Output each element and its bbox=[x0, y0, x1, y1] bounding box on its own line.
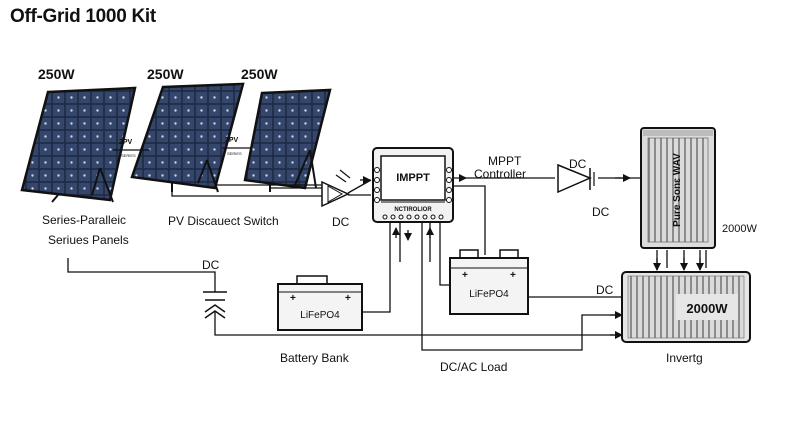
dc-right-top-label: DC bbox=[569, 157, 587, 171]
panel-link-1-sub: SERIES bbox=[121, 153, 136, 158]
mppt-label-1: MPPT bbox=[488, 154, 522, 168]
inverter-watt: 2000W bbox=[686, 301, 728, 316]
inverter-name-label: Invertg bbox=[666, 351, 703, 365]
pure-sine-unit: Pure Sonɛ WAV bbox=[640, 127, 716, 249]
panel-2-watt: 250W bbox=[147, 66, 184, 82]
dc-left-label: DC bbox=[202, 258, 220, 272]
controller-title: IMPPT bbox=[396, 172, 430, 184]
svg-text:+: + bbox=[510, 270, 516, 281]
load-label: DC/AC Load bbox=[440, 360, 508, 374]
svg-text:+: + bbox=[345, 293, 351, 304]
series-parallel-label-2: Seriues Panels bbox=[48, 233, 129, 247]
panel-1-watt: 250W bbox=[38, 66, 75, 82]
switch-dc-label: DC bbox=[332, 215, 350, 229]
battery-left: + + LiFePO4 bbox=[277, 275, 363, 331]
inverter-unit: 2000W bbox=[621, 271, 751, 343]
mppt-label-2: Controller bbox=[474, 167, 527, 181]
pure-sine-watt: 2000W bbox=[722, 223, 757, 235]
battery-left-label: LiFePO4 bbox=[300, 310, 340, 321]
pure-sine-label: Pure Sonɛ WAV bbox=[672, 153, 683, 227]
battery-right: + + LiFePO4 bbox=[449, 249, 529, 315]
pv-switch-label: PV Discauect Switch bbox=[168, 214, 279, 228]
pv-disconnect-switch bbox=[321, 169, 351, 208]
dc-disconnect-symbol bbox=[203, 291, 227, 319]
solar-panel-3 bbox=[243, 88, 332, 192]
page-title: Off-Grid 1000 Kit bbox=[10, 6, 156, 27]
dc-converter-symbol bbox=[557, 163, 595, 194]
dc-right-bottom-label: DC bbox=[592, 205, 610, 219]
panel-link-2-label: 2PV bbox=[225, 137, 239, 144]
svg-text:+: + bbox=[290, 293, 296, 304]
dc-inverter-label: DC bbox=[596, 283, 614, 297]
svg-text:+: + bbox=[462, 270, 468, 281]
panel-link-2-sub: SERIES bbox=[227, 151, 242, 156]
panel-link-1-label: 2PV bbox=[119, 139, 133, 146]
mppt-controller: IMPPT NCTIROLIOR bbox=[372, 147, 454, 223]
solar-panel-1 bbox=[20, 86, 137, 203]
battery-right-label: LiFePO4 bbox=[469, 289, 509, 300]
panel-3-watt: 250W bbox=[241, 66, 278, 82]
series-parallel-label-1: Series-Paralleic bbox=[42, 213, 127, 227]
controller-subtitle: NCTIROLIOR bbox=[394, 207, 432, 213]
battery-bank-label: Battery Bank bbox=[280, 351, 349, 365]
